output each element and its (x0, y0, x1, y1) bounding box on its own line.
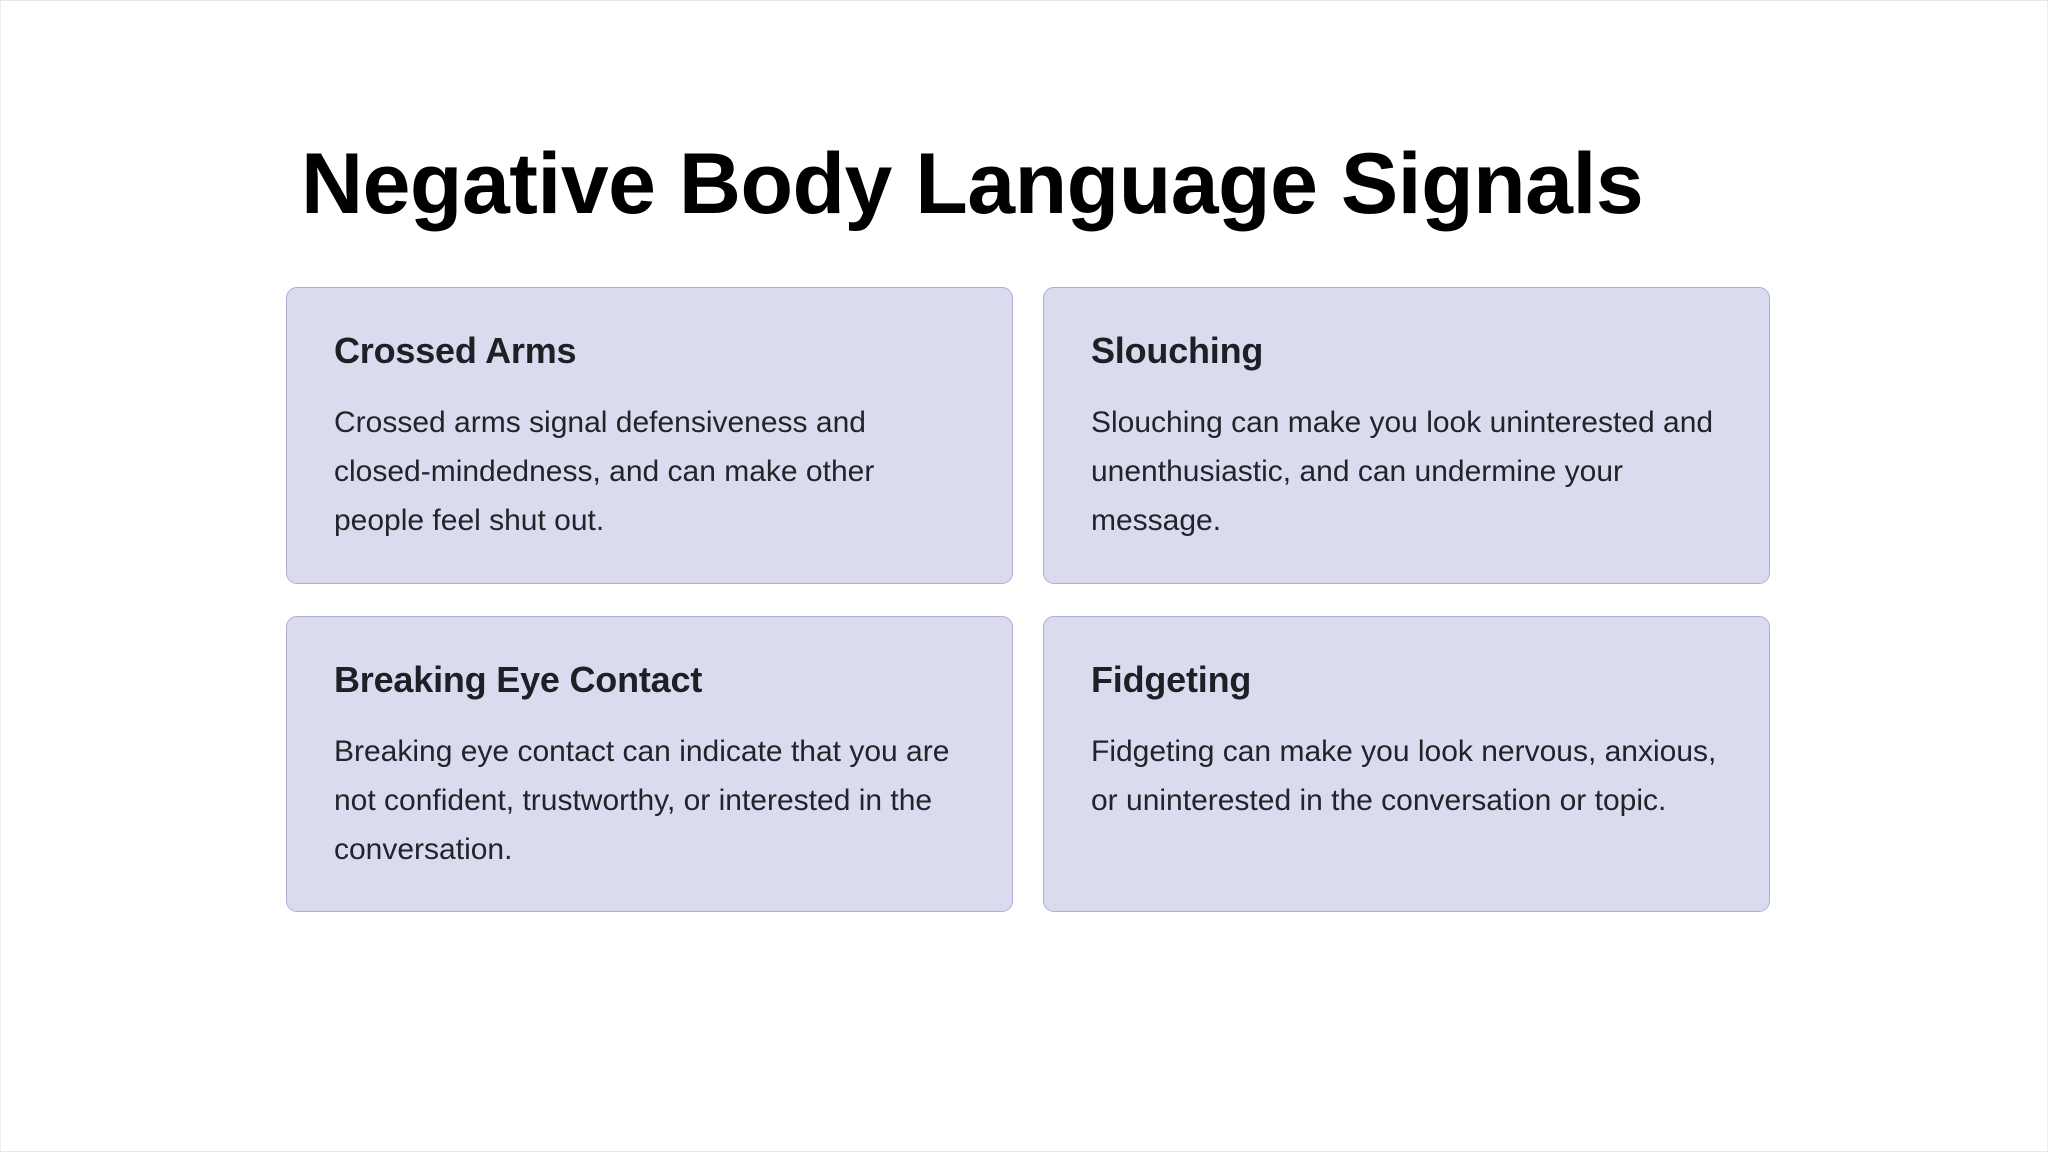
card-title: Breaking Eye Contact (334, 659, 703, 700)
card-fidgeting[interactable]: Fidgeting Fidgeting can make you look ne… (1043, 616, 1770, 912)
card-title: Fidgeting (1091, 659, 1252, 700)
slide-content: Negative Body Language Signals Crossed A… (286, 141, 1770, 912)
card-body: Slouching can make you look uninterested… (1091, 406, 1714, 537)
card-title: Slouching (1091, 330, 1264, 371)
card-grid: Crossed Arms Crossed arms signal defensi… (286, 287, 1770, 912)
card-title: Crossed Arms (334, 330, 577, 371)
page-title: Negative Body Language Signals (301, 136, 1644, 232)
card-body: Crossed arms signal defensiveness and cl… (334, 406, 875, 537)
card-body: Fidgeting can make you look nervous, anx… (1091, 735, 1717, 818)
card-crossed-arms[interactable]: Crossed Arms Crossed arms signal defensi… (286, 287, 1013, 584)
card-slouching[interactable]: Slouching Slouching can make you look un… (1043, 287, 1770, 584)
card-body: Breaking eye contact can indicate that y… (334, 735, 950, 866)
card-breaking-eye-contact[interactable]: Breaking Eye Contact Breaking eye contac… (286, 616, 1013, 912)
